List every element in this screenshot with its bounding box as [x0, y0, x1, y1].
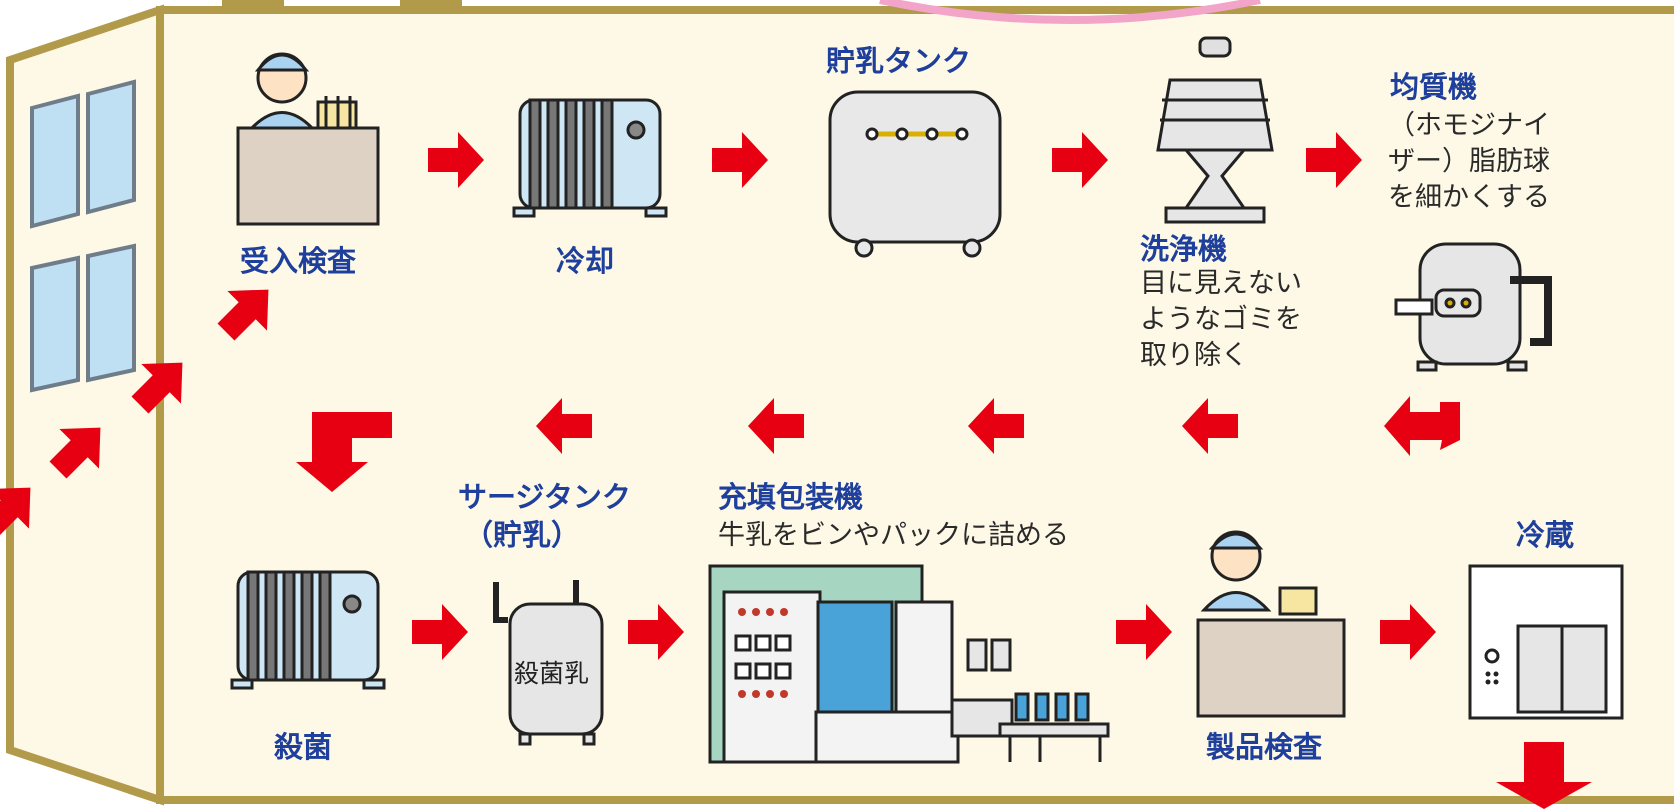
surge-tank-text: 殺菌乳 — [514, 659, 590, 688]
arrow-right — [1116, 604, 1172, 660]
label-sterilize: 殺菌 — [274, 730, 333, 764]
label-cooling: 冷却 — [556, 244, 615, 278]
arrow-left — [968, 398, 1024, 454]
arrow-right — [428, 132, 484, 188]
arrow-right — [1052, 132, 1108, 188]
turn-arrow-left — [296, 412, 392, 492]
label-storage-tank: 貯乳タンク — [826, 44, 972, 78]
inspection-in-illustration — [236, 52, 380, 226]
label-inspection-in: 受入検査 — [240, 244, 357, 278]
homogenizer-desc-1: （ホモジナイ — [1388, 110, 1550, 141]
arrow-right — [628, 604, 684, 660]
label-surge-tank-sub: （貯乳） — [464, 518, 581, 552]
factory-windows — [30, 79, 136, 393]
cleaner-desc-2: ようなゴミを — [1140, 304, 1302, 335]
refrigerator-illustration — [1468, 564, 1624, 720]
arrow-right — [712, 132, 768, 188]
roof-post — [400, 0, 462, 12]
cooling-machine-illustration — [512, 98, 668, 218]
storage-tank-illustration — [828, 90, 1002, 258]
sterilizer-illustration — [230, 570, 386, 690]
entry-arrow — [217, 289, 269, 341]
cleaner-illustration — [1156, 36, 1274, 224]
turn-arrow-right — [1384, 396, 1460, 456]
arrow-right — [412, 604, 468, 660]
entry-arrow — [49, 427, 101, 479]
exit-arrow-down — [1496, 742, 1592, 809]
entry-arrow — [131, 362, 183, 414]
arrow-left — [1182, 398, 1238, 454]
cleaner-desc-1: 目に見えない — [1140, 268, 1302, 299]
label-filling-machine: 充填包装機 — [718, 480, 864, 514]
roof-post — [222, 0, 284, 12]
entry-arrow — [0, 487, 31, 539]
label-refrigerate: 冷蔵 — [1516, 518, 1575, 552]
pink-ring-fragment — [879, 0, 1261, 24]
label-cleaner: 洗浄機 — [1140, 232, 1228, 266]
label-inspection-out: 製品検査 — [1206, 730, 1323, 764]
label-homogenizer: 均質機 — [1390, 70, 1478, 104]
homogenizer-illustration — [1394, 242, 1552, 372]
arrow-left — [536, 398, 592, 454]
cleaner-desc-3: 取り除く — [1140, 340, 1248, 371]
label-surge-tank: サージタンク — [458, 480, 631, 514]
surge-tank-illustration — [493, 580, 604, 746]
homogenizer-desc-3: を細かくする — [1388, 182, 1550, 213]
filling-machine-desc: 牛乳をビンやパックに詰める — [718, 520, 1069, 551]
arrow-right — [1306, 132, 1362, 188]
flow-arrows — [0, 132, 1592, 809]
arrow-left — [748, 398, 804, 454]
inspection-out-illustration — [1196, 530, 1346, 718]
arrow-right — [1380, 604, 1436, 660]
filling-machine-illustration — [708, 564, 1110, 764]
homogenizer-desc-2: ザー）脂肪球 — [1388, 146, 1550, 177]
